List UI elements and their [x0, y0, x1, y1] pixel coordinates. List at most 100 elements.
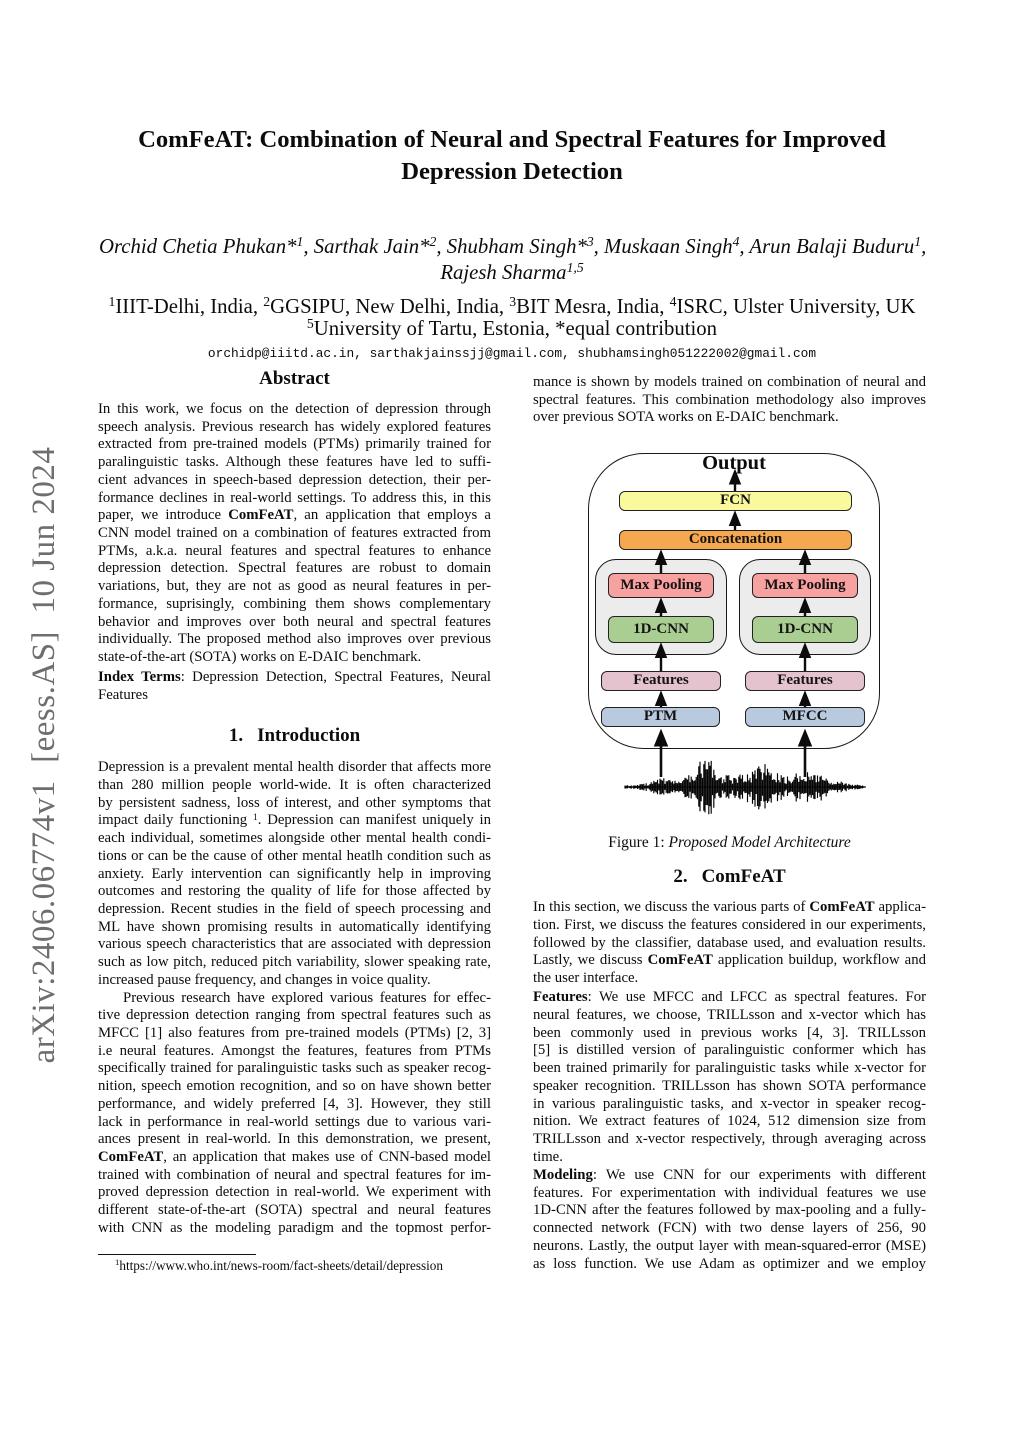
figure-caption-title: Proposed Model Architecture — [668, 834, 851, 852]
section-2-title: ComFeAT — [701, 866, 786, 888]
text-line: state-of-the-art (SOTA) works on E-DAIC … — [98, 649, 422, 666]
section-2-heading: 2. ComFeAT — [533, 865, 926, 889]
author-list: Orchid Chetia Phukan*1, Sarthak Jain*2, … — [99, 234, 927, 286]
text-line: over previous SOTA works on E-DAIC bench… — [533, 409, 839, 426]
text-line: mance is shown by models trained on comb… — [533, 374, 926, 390]
text-line: lack in performance in real-world settin… — [98, 1113, 491, 1130]
text-line: depression detection. Spectral features … — [98, 560, 491, 577]
text-line: with CNN as the modeling paradigm and th… — [98, 1219, 491, 1236]
arrow-concat-to-fcn — [728, 510, 742, 531]
max-pooling-box-left: Max Pooling — [608, 573, 714, 599]
text-line: increased pause frequency, and changes i… — [98, 971, 431, 988]
text-line: such as low pitch, reduced pitch variabi… — [98, 954, 491, 971]
text-line: paper, we introduce ComFeAT, an applicat… — [98, 507, 491, 524]
text-line: various speech characteristics that are … — [98, 936, 491, 953]
arrow-ptm-to-features-left — [654, 690, 668, 708]
output-label: Output — [702, 452, 766, 475]
comfeat-paragraph-1: In this section, we discuss the various … — [533, 899, 926, 988]
1d-cnn-box-left: 1D-CNN — [608, 616, 714, 644]
left-column: Abstract In this work, we focus on the d… — [98, 367, 491, 1273]
text-line: ComFeAT, an application that makes use o… — [98, 1149, 491, 1166]
text-line: specifically trained for paralinguistic … — [98, 1060, 491, 1077]
section-1-number: 1. — [228, 725, 244, 747]
arrow-features-to-cnn-left — [654, 642, 668, 672]
abstract-heading: Abstract — [259, 368, 330, 389]
affiliation-line-2: 5University of Tartu, Estonia, *equal co… — [306, 316, 718, 340]
text-line: nition. We extract features of 1024, 512… — [533, 1113, 926, 1130]
text-line: extracted from pre-trained models (PTMs)… — [98, 436, 491, 453]
text-line: i.e neural features. Amongst the feature… — [98, 1042, 491, 1059]
figure-arrows-and-waveform — [624, 468, 866, 815]
figure-1: Output FCN Concatenation Max Pooling Max… — [533, 453, 926, 856]
right-column: mance is shown by models trained on comb… — [533, 374, 926, 1273]
figure-caption-prefix: Figure 1: — [608, 834, 669, 852]
section-2-number: 2. — [673, 866, 688, 888]
arrow-audio-to-mfcc — [797, 728, 813, 778]
author-emails: orchidp@iiitd.ac.in, sarthakjainssjj@gma… — [207, 346, 817, 361]
text-line: formance, suprisingly, combining them sh… — [98, 595, 491, 612]
text-line: In this section, we discuss the various … — [533, 899, 927, 916]
text-line: different state-of-the-art (SOTA) spectr… — [98, 1202, 491, 1219]
author-line-1: Orchid Chetia Phukan*1, Sarthak Jain*2, … — [99, 234, 927, 258]
arxiv-watermark: arXiv:2406.06774v1 [eess.AS] 10 Jun 2024 — [26, 446, 62, 1064]
mfcc-box: MFCC — [745, 707, 865, 728]
text-line: cient advances in speech-based depressio… — [98, 471, 491, 488]
text-line: TRILLsson and x-vector respectively, thr… — [533, 1131, 926, 1147]
arrow-cnn-to-maxpool-right — [798, 597, 812, 617]
text-line: connected network (FCN) with two dense l… — [533, 1220, 926, 1237]
text-line: Index Terms: Depression Detection, Spect… — [98, 668, 491, 685]
text-line: as loss function. We use Adam as optimiz… — [533, 1255, 926, 1272]
text-line: performance, and widely preferred [4, 3]… — [98, 1095, 491, 1112]
text-line: neurons. Lastly, the output layer with m… — [533, 1237, 926, 1254]
arrow-audio-to-ptm — [653, 728, 669, 778]
text-line: been commonly used in previous works [4,… — [533, 1024, 926, 1041]
section-1-heading: 1.Introduction — [98, 724, 491, 748]
text-line: nition, speech emotion recognition, and … — [98, 1078, 491, 1095]
text-line: behavior and improves over both neural a… — [98, 613, 491, 630]
introduction-paragraph-1: Depression is a prevalent mental health … — [98, 759, 491, 989]
text-line: Features — [98, 686, 148, 703]
text-line: MFCC [1] also features from pre-trained … — [98, 1025, 491, 1041]
text-line: formance declines in real-world settings… — [98, 489, 491, 506]
author-line-2: Rajesh Sharma1,5 — [440, 260, 584, 284]
text-line: CNN model trained on a combination of fe… — [98, 525, 491, 542]
comfeat-paragraph-3: Modeling: We use CNN for our experiments… — [533, 1167, 926, 1273]
fcn-box: FCN — [619, 491, 852, 512]
text-line: ances present in real-world. In this dem… — [98, 1131, 491, 1148]
text-line: Lastly, we discuss ComFeAT application b… — [533, 952, 926, 969]
text-line: paralinguistic tasks. Although these fea… — [98, 454, 491, 471]
text-line: outcomes and restoring the quality of li… — [98, 883, 491, 900]
text-line: Previous research have explored various … — [123, 989, 491, 1006]
text-line: impact daily functioning 1. Depression c… — [98, 811, 491, 829]
text-line: speech analysis. Previous research has w… — [98, 418, 491, 435]
text-line: Modeling: We use CNN for our experiments… — [533, 1166, 926, 1183]
text-line: ML have shown promising results in autom… — [98, 918, 491, 935]
affiliations: 1IIIT-Delhi, India, 2GGSIPU, New Delhi, … — [99, 295, 925, 340]
text-line: PTMs, a.k.a. neural features and spectra… — [98, 542, 491, 559]
paper-title-line1: ComFeAT: Combination of Neural and Spect… — [138, 126, 886, 153]
text-line: in various paralinguistic tasks, and x-v… — [533, 1095, 926, 1112]
footnote: 1https://www.who.int/news-room/fact-shee… — [98, 1253, 491, 1273]
text-line: tions or can be the cause of other menta… — [98, 847, 491, 864]
text-line: tive depression detection ranging from s… — [98, 1007, 491, 1024]
text-line: 1D-CNN after the features followed by ma… — [533, 1202, 926, 1219]
features-box-right: Features — [745, 671, 865, 692]
text-line: followed by the classifier, database use… — [533, 934, 926, 951]
introduction-paragraph-2: Previous research have explored various … — [98, 990, 491, 1238]
abstract-paragraph: In this work, we focus on the detection … — [98, 401, 491, 667]
paper-title: ComFeAT: Combination of Neural and Spect… — [0, 124, 1024, 188]
text-line: neural features, we choose, TRILLsson an… — [533, 1006, 926, 1023]
text-line: time. — [533, 1148, 563, 1165]
arrow-cnn-to-maxpool-left — [654, 597, 668, 617]
text-line: individually. The proposed method also i… — [98, 631, 491, 648]
arrow-features-to-cnn-right — [798, 642, 812, 672]
text-line: than 280 million people world-wide. It i… — [98, 776, 491, 793]
text-line: each individual, sometimes alongside oth… — [98, 830, 491, 847]
text-line: tion. First, we discuss the features con… — [533, 916, 926, 933]
ptm-box: PTM — [601, 707, 720, 728]
text-line: spectral features. This combination meth… — [533, 391, 926, 408]
text-line: [5] is distilled version of paralinguist… — [533, 1042, 926, 1059]
text-line: In this work, we focus on the detection … — [98, 401, 491, 417]
comfeat-paragraph-2: Features: We use MFCC and LFCC as spectr… — [533, 989, 926, 1166]
